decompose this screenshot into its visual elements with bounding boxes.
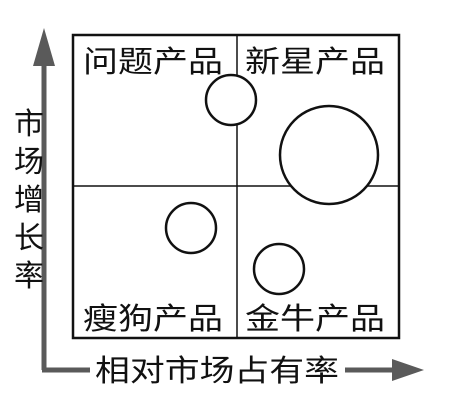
- y-axis-char: 率: [14, 259, 44, 294]
- product-circle-cow: [252, 242, 306, 296]
- y-axis-label: 市 场 增 长 率: [14, 107, 44, 294]
- y-axis-arrow: [33, 28, 55, 370]
- quadrant-label-star: 新星产品: [245, 45, 385, 80]
- quadrant-label-dog: 瘦狗产品: [83, 302, 223, 337]
- y-axis-char: 长: [14, 221, 44, 256]
- quadrant-label-question: 问题产品: [83, 45, 223, 80]
- product-circle-star: [278, 104, 380, 206]
- y-axis-char: 场: [14, 145, 44, 180]
- x-axis-label: 相对市场占有率: [95, 354, 339, 389]
- x-axis-arrow: [42, 359, 424, 381]
- y-axis-char: 增: [14, 183, 44, 218]
- y-axis-char: 市: [14, 107, 44, 142]
- product-circle-question: [204, 73, 258, 127]
- quadrant-label-cow: 金牛产品: [245, 302, 385, 337]
- product-circle-dog: [164, 201, 218, 255]
